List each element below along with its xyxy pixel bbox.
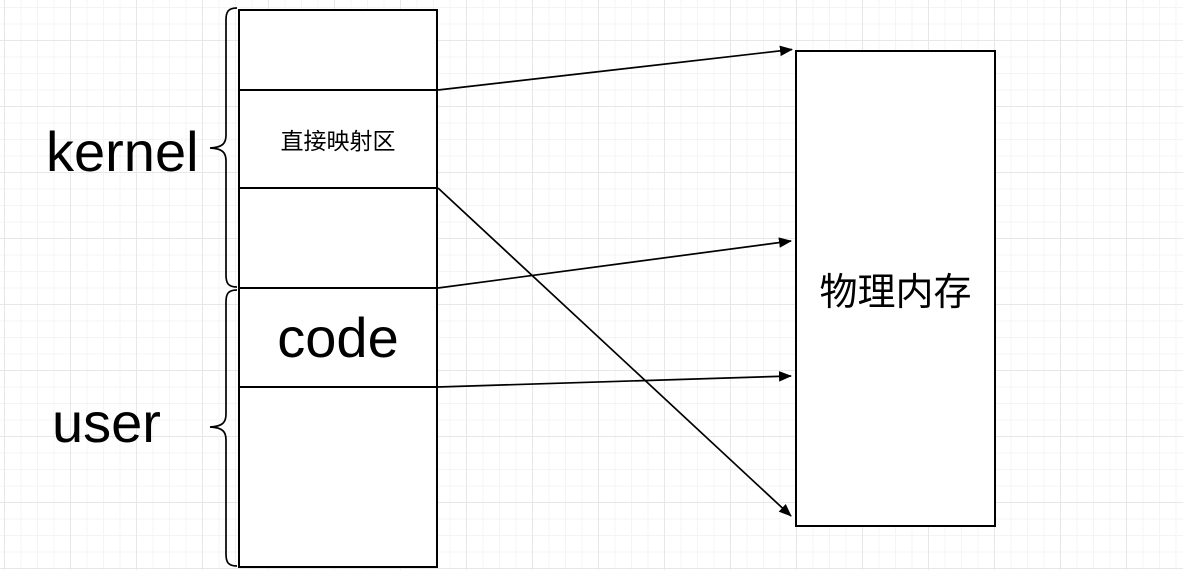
- kernel-region-label: kernel: [46, 120, 199, 183]
- direct-mapping-segment-label: 直接映射区: [280, 128, 396, 154]
- mapping-arrow-2: [437, 187, 792, 517]
- mapping-arrow-3: [437, 237, 792, 289]
- user-brace: [209, 289, 238, 567]
- physical-memory-box: [795, 50, 996, 527]
- user-region-label: user: [52, 391, 161, 454]
- code-segment-label: code: [277, 306, 399, 369]
- kernel-brace: [209, 7, 238, 288]
- physical-memory-label: 物理内存: [819, 272, 972, 314]
- mapping-arrow-1: [437, 45, 793, 91]
- mapping-arrow-4: [437, 371, 792, 388]
